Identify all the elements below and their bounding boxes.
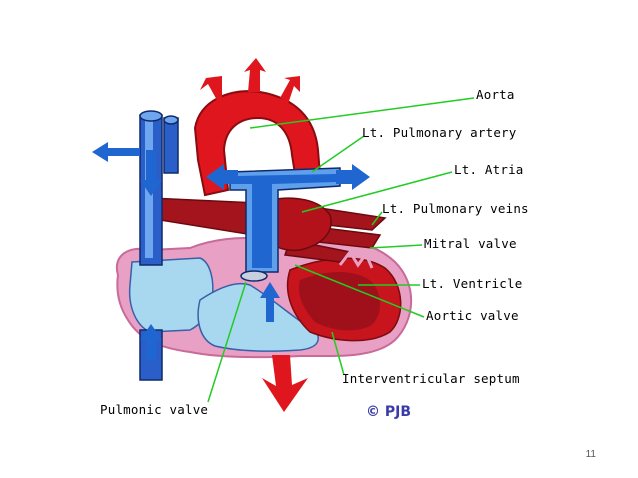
pulmonary-arrow-left	[206, 164, 238, 190]
svc-second-top	[163, 115, 179, 125]
copyright-text: © PJB	[366, 404, 411, 420]
aorta-branch-1	[200, 76, 222, 102]
leader-mitral-valve	[369, 244, 423, 249]
right-ventricle	[197, 283, 319, 352]
label-aortic-valve: Aortic valve	[426, 308, 519, 323]
label-lt-ventricle: Lt. Ventricle	[422, 276, 522, 291]
svc-top	[139, 110, 163, 122]
pulmonary-arrow-right	[336, 164, 370, 190]
leader-interventricular-septum	[331, 331, 345, 376]
left-ventricle-inner	[298, 272, 381, 331]
label-lt-pulmonary-veins: Lt. Pulmonary veins	[382, 201, 529, 216]
blue-arrow-left	[92, 142, 140, 162]
label-lt-atria: Lt. Atria	[454, 162, 524, 177]
label-lt-pulmonary-artery: Lt. Pulmonary artery	[362, 125, 517, 140]
ivc-arrow-up	[140, 324, 162, 360]
blue-arrow-down	[140, 150, 162, 196]
leader-lt-atria	[301, 171, 453, 213]
page-number: 11	[585, 449, 596, 460]
aorta-branch-2	[244, 58, 266, 92]
rv-outflow-arrow	[260, 282, 280, 322]
mitral-valve-flaps	[338, 249, 374, 269]
descending-aorta	[262, 355, 308, 412]
svc-second	[163, 117, 179, 174]
leader-lines	[207, 97, 475, 403]
label-interventricular-septum: Interventricular septum	[342, 371, 520, 386]
leader-pulmonic-valve	[207, 281, 247, 403]
leader-lt-pulmonary-artery	[311, 135, 365, 173]
label-mitral-valve: Mitral valve	[424, 236, 517, 251]
pulmonic-valve	[240, 270, 268, 282]
leader-lt-pulmonary-veins	[371, 211, 383, 226]
label-pulmonic-valve: Pulmonic valve	[100, 402, 208, 417]
leader-aortic-valve	[294, 264, 425, 318]
pulmonary-artery-core	[238, 174, 336, 268]
leader-aorta	[249, 97, 475, 129]
label-aorta: Aorta	[476, 87, 515, 102]
aorta-branch-3	[280, 76, 300, 104]
